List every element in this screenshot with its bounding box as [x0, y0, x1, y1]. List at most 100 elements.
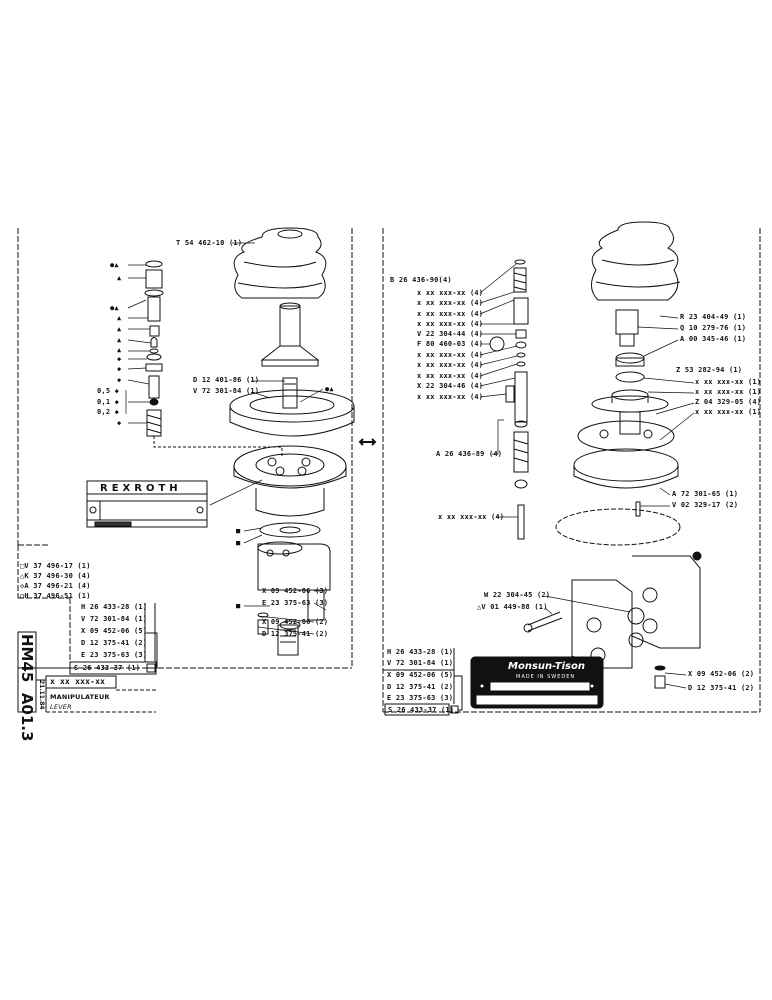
- callout: x xx xxx-xx (4): [417, 299, 484, 307]
- callout: X 09 452-06 (3): [262, 587, 329, 595]
- callout: x xx xxx-xx (1): [695, 378, 762, 386]
- callout: V 22 304-44 (4): [417, 330, 484, 338]
- legend-item: ◇A 37 496-21 (4): [20, 582, 91, 590]
- gasket-right: [555, 508, 681, 546]
- callout: A 00 345-46 (1): [680, 335, 747, 343]
- callout: x xx xxx-xx (1): [695, 408, 762, 416]
- part-number: x xx xxx-xx: [50, 677, 106, 686]
- symbol: ■: [236, 602, 241, 610]
- title-en: LEVER: [50, 703, 72, 711]
- kit-item: E 23 375-63 (3): [387, 694, 454, 702]
- legend-item: △K 37 496-30 (4): [20, 572, 91, 580]
- symbol: ▲: [117, 346, 122, 354]
- kit-item: H 26 433-28 (1): [81, 603, 148, 611]
- callout: X 09 452-06 (2): [688, 670, 755, 678]
- callout: x xx xxx-xx (4): [417, 320, 484, 328]
- plate-right: [573, 420, 679, 517]
- valve-body-right: [523, 551, 702, 689]
- kit-item: V 72 301-84 (1): [81, 615, 148, 623]
- callout: T 54 462-10 (1): [176, 239, 243, 247]
- pilot-valve-stack: [144, 260, 283, 458]
- leader-lines-right: [479, 263, 695, 689]
- bellows-boot: [233, 227, 327, 299]
- symbol: ●▲: [110, 261, 119, 269]
- right-panel-frame: [382, 228, 761, 713]
- double-arrow-icon: [358, 438, 377, 446]
- callout: V 02 329-17 (2): [672, 501, 739, 509]
- kit-item: X 09 452-06 (5): [81, 627, 148, 635]
- legend-item: □V 37 496-17 (1): [20, 562, 91, 570]
- symbol: ●▲: [325, 385, 334, 393]
- callout: △V 01 449-88 (1): [477, 603, 548, 611]
- made-in-sweden: MADE IN SWEDEN: [516, 674, 576, 680]
- symbol: ▲: [117, 274, 122, 282]
- symbol: ◆: [117, 419, 122, 427]
- kit-item: X 09 452-06 (5): [387, 671, 454, 679]
- callout: R 23 404-49 (1): [680, 313, 747, 321]
- symbol: 0,2 ◆: [97, 408, 120, 416]
- left-kit-box: [18, 603, 158, 675]
- callout: x xx xxx-xx (4): [417, 372, 484, 380]
- base-housing: [233, 445, 347, 538]
- bellows-boot-right: [591, 221, 681, 301]
- callout: x xx xxx-xx (4): [417, 351, 484, 359]
- callout: x xx xxx-xx (1): [695, 388, 762, 396]
- lever-shaft: [260, 302, 320, 409]
- callout: x xx xxx-xx (4): [417, 310, 484, 318]
- symbol: ◆: [117, 365, 122, 373]
- valve-block: [257, 541, 331, 656]
- title-block: [17, 631, 156, 713]
- callout: X 22 304-46 (4): [417, 382, 484, 390]
- leader-lines-left: [125, 242, 327, 635]
- monsun-tison-plate: [470, 656, 604, 709]
- callout: Z 53 282-94 (1): [676, 366, 743, 374]
- callout: A 72 301-65 (1): [672, 490, 739, 498]
- kit-item: E 23 375-63 (3): [81, 651, 148, 659]
- callout: x xx xxx-xx (4): [438, 513, 505, 521]
- callout: V 72 301-84 (1): [193, 387, 260, 395]
- flange-ring: [229, 389, 355, 437]
- shaft-right: [591, 309, 669, 435]
- callout: B 26 436-90(4): [390, 276, 452, 284]
- legend-item: ○H 37 496-51 (1): [20, 592, 91, 600]
- symbol: 0,1 ◆: [97, 398, 120, 406]
- model-text: HM45: [18, 634, 36, 683]
- left-panel-frame: [17, 228, 353, 669]
- symbol: ■: [236, 527, 241, 535]
- callout: A 26 436-89 (4): [436, 450, 503, 458]
- kit-item: D 12 375-41 (2): [387, 683, 454, 691]
- callout: Z 04 329-05 (4): [695, 398, 762, 406]
- symbol: ◆: [117, 376, 122, 384]
- monsun-tison-brand: Monsun-Tison: [508, 661, 586, 672]
- kit-item: H 26 433-28 (1): [387, 648, 454, 656]
- symbol: ▲: [117, 314, 122, 322]
- page-text: A01.3: [18, 692, 36, 742]
- sheet-date: 21.11.84: [38, 680, 45, 710]
- rexroth-brand: REXROTH: [100, 483, 182, 494]
- callout: x xx xxx-xx (4): [417, 289, 484, 297]
- kit-item: D 12 375-41 (2): [81, 639, 148, 647]
- title-fr: MANIPULATEUR: [50, 693, 110, 701]
- callout: D 12 401-86 (1): [193, 376, 260, 384]
- kit-item: V 72 301-84 (1): [387, 659, 454, 667]
- right-kit-box: [383, 648, 463, 716]
- symbol: ▲: [117, 336, 122, 344]
- symbol: 0,5 ◆: [97, 387, 120, 395]
- callout: D 12 375-41 (2): [262, 630, 329, 638]
- callout: x xx xxx-xx (4): [417, 361, 484, 369]
- symbol: ◆: [117, 355, 122, 363]
- callout: X 09 452-06 (2): [262, 618, 329, 626]
- callout: x xx xxx-xx (4): [417, 393, 484, 401]
- callout: D 12 375-41 (2): [688, 684, 755, 692]
- symbol: ■: [236, 539, 241, 547]
- symbol: ●▲: [110, 304, 119, 312]
- callout: Q 10 279-76 (1): [680, 324, 747, 332]
- symbol: ▲: [117, 325, 122, 333]
- kit-total: S 26 433-37 (1): [74, 664, 141, 672]
- callout: E 23 375-63 (3): [262, 599, 329, 607]
- sheet-model: HM45 A01.3: [18, 634, 36, 741]
- rexroth-plate: [86, 480, 208, 528]
- kit-total: S 26 433-37 (1): [388, 706, 455, 714]
- callout: F 80 460-03 (4): [417, 340, 484, 348]
